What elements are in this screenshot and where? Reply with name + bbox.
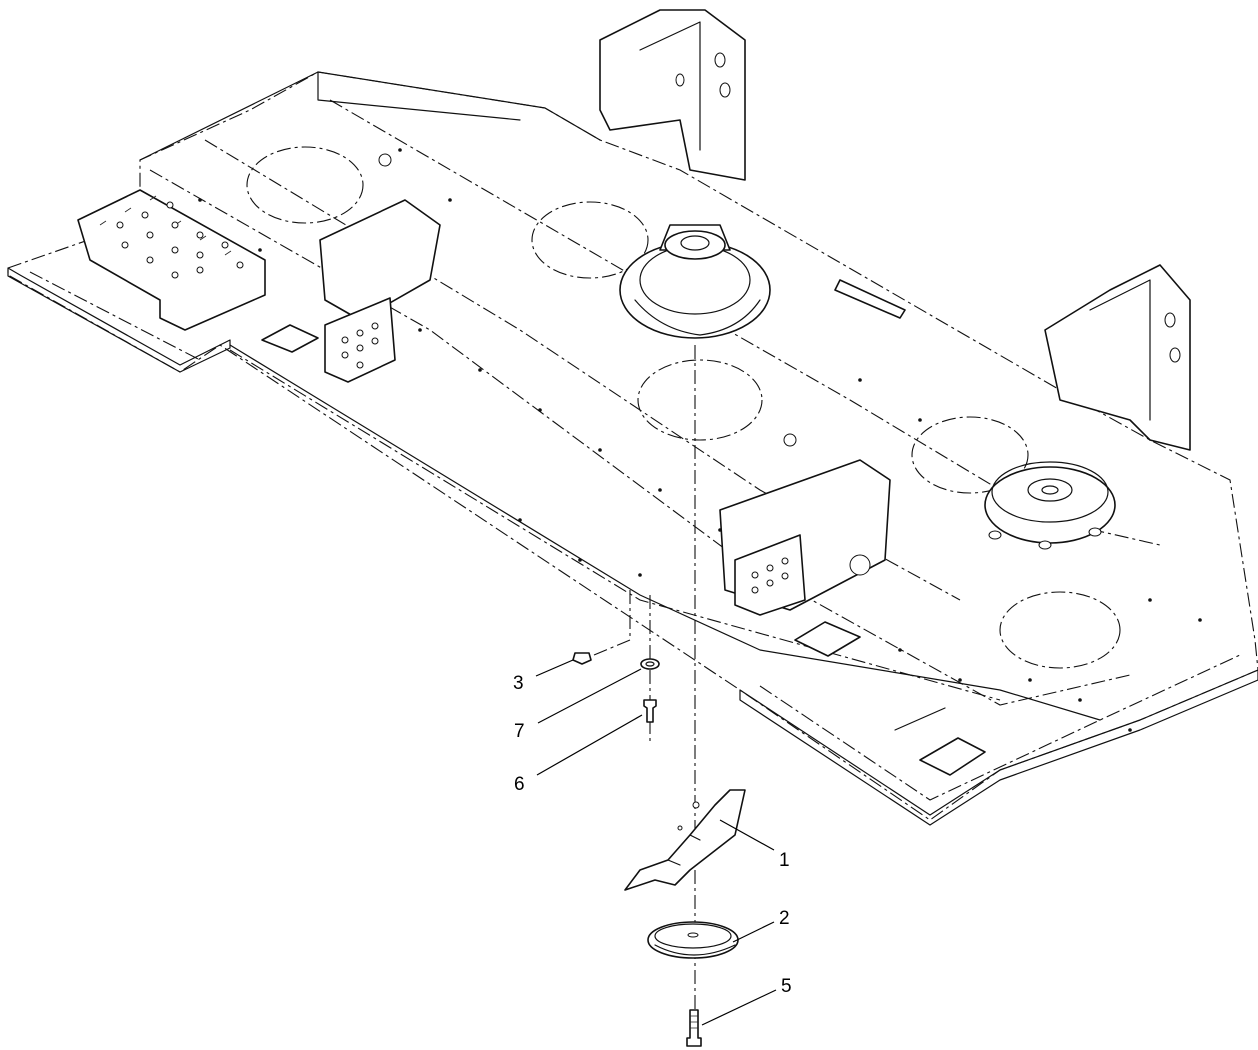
part-5-nut [572, 652, 592, 665]
left-step-plate [77, 189, 266, 331]
callout-1-label: 1 [779, 850, 790, 871]
right-chamber [911, 416, 1029, 494]
deck-decals [261, 279, 986, 776]
nut-axis-line [581, 590, 631, 661]
callout-5: 3 [513, 659, 574, 694]
center-spindle-pulley [619, 224, 771, 339]
right-tray [739, 669, 1258, 826]
part-1-blade [624, 789, 746, 891]
right-chamber-lower [999, 591, 1121, 669]
part-2-blade-dish [647, 921, 739, 959]
callout-5-label: 3 [513, 673, 524, 694]
deck-assembly [7, 9, 1258, 826]
deck-mount-holes [198, 148, 1202, 732]
part-6-bolt [643, 699, 657, 723]
left-mount-brackets [319, 199, 441, 383]
callout-2: 2 [732, 908, 790, 943]
callout-2-label: 2 [779, 908, 790, 929]
callout-3-label: 5 [781, 976, 792, 997]
callout-7: 7 [514, 668, 642, 742]
left-tray [7, 267, 231, 373]
left-chamber [246, 146, 364, 224]
callout-7-label: 7 [514, 721, 525, 742]
center-chamber-lower [637, 359, 763, 441]
part-3-blade-bolt [686, 1009, 702, 1047]
part-7-washer [640, 658, 660, 670]
callout-3: 5 [701, 976, 792, 1026]
center-chamber [531, 201, 649, 279]
callout-6-label: 6 [514, 774, 525, 795]
rear-right-lift-bracket [1044, 264, 1191, 451]
right-mount-brackets [719, 459, 891, 616]
deck-outline [7, 71, 1258, 821]
right-spindle-pulley [984, 461, 1116, 550]
rear-left-lift-bracket [599, 9, 746, 181]
callouts: 3 7 6 1 2 5 [513, 659, 792, 1026]
callout-1: 1 [719, 819, 790, 871]
callout-6: 6 [514, 714, 643, 795]
